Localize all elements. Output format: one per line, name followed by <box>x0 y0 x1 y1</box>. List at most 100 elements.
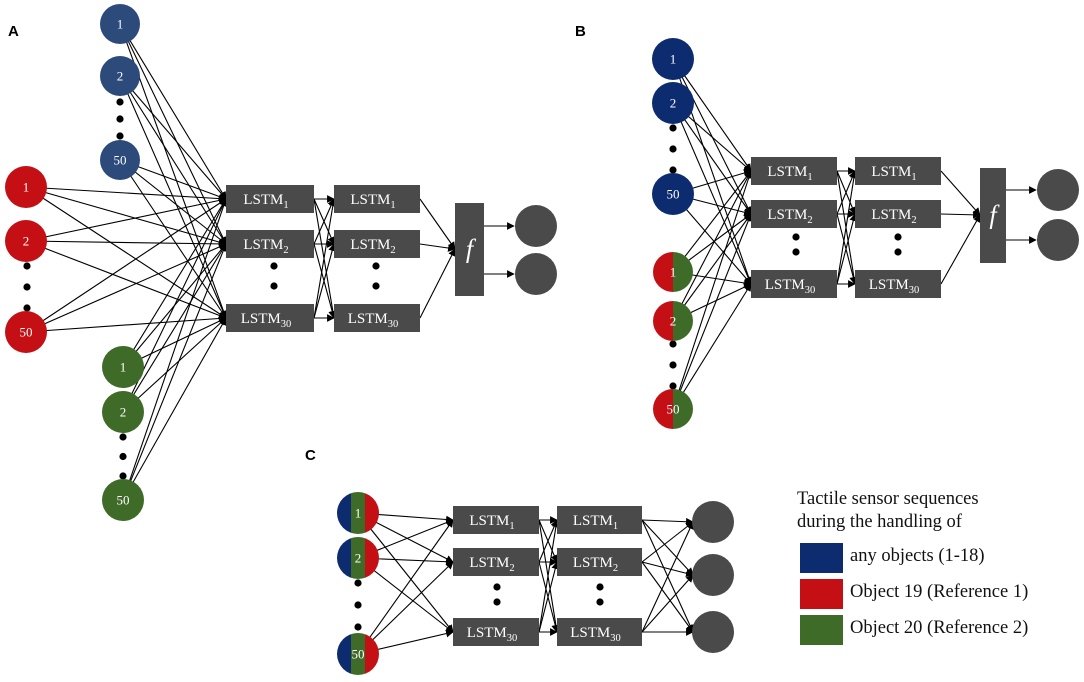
panel-b-function-box <box>980 168 1006 263</box>
panel-b-lstm-layer2-2 <box>855 270 941 298</box>
panel-c-lstm-layer1-1 <box>453 548 539 576</box>
panel-b-lstm-layer1-2-label: LSTM30 <box>765 277 816 296</box>
panel-a-edge <box>119 23 227 245</box>
panel-a-lstm-layer2-2-label: LSTM30 <box>348 311 399 330</box>
panel-a-edge <box>25 198 227 333</box>
panel-a-edge <box>122 243 227 501</box>
panel-c-edge <box>641 519 694 576</box>
panel-a-edge <box>122 317 227 501</box>
panel-a-function-box-label: f <box>466 235 477 264</box>
legend-label-object-20: Object 20 (Reference 2) <box>850 618 1029 638</box>
panel-b-input-blue-50-label: 50 <box>667 187 680 202</box>
panel-b-input-red-green-1 <box>653 252 693 292</box>
panel-c-ellipsis-dot <box>354 579 362 587</box>
panel-a-function-box <box>455 203 484 296</box>
panel-a-lstm-layer2-1 <box>334 230 420 258</box>
panel-a-input-red-1-label: 1 <box>23 180 30 195</box>
panel-b-input-red-green-2 <box>653 301 693 341</box>
panel-a-input-red-2 <box>5 220 47 262</box>
panel-a-ellipsis-dot <box>116 132 124 140</box>
legend-label-object-19: Object 19 (Reference 1) <box>850 582 1029 602</box>
panel-b-ellipsis-dot <box>894 233 902 241</box>
panel-a-lstm-layer1-1 <box>226 230 314 258</box>
panel-a-lstm-layer2-1-label: LSTM2 <box>350 237 395 256</box>
panel-b-lstm-layer2-1 <box>855 200 941 228</box>
panel-b-output-node <box>1037 169 1079 211</box>
panel-a-edge <box>122 317 227 413</box>
panel-c-lstm-layer1-2-label: LSTM30 <box>467 625 518 644</box>
panel-a-ellipsis-dot <box>119 472 127 480</box>
panel-b-ellipsis-dot <box>894 248 902 256</box>
panel-a-edge <box>313 198 337 319</box>
panel-a-lstm-layer1-0 <box>226 185 314 213</box>
panel-c-edge <box>538 519 560 633</box>
panel-a-edge <box>25 186 227 203</box>
panel-a-edge <box>25 196 227 242</box>
panel-a-lstm-layer1-0-label: LSTM1 <box>243 192 288 211</box>
panel-b-lstm-layer1-1-label: LSTM2 <box>767 207 812 226</box>
panel-b-ellipsis-dot <box>669 340 677 348</box>
panel-b-lstm-layer1-0 <box>751 157 837 185</box>
legend: Tactile sensor sequences during the hand… <box>797 488 1070 651</box>
legend-item-object-19: Object 19 (Reference 1) <box>800 579 1070 615</box>
panel-a-edge <box>25 240 227 248</box>
panel-a-input-blue-50-label: 50 <box>114 153 127 168</box>
panel-b-lstm-layer2-0-label: LSTM1 <box>871 164 916 183</box>
panel-b-lstm-layer2-1-label: LSTM2 <box>871 207 916 226</box>
panel-b-function-box-label: f <box>989 201 1000 230</box>
panel-b-input-blue-2 <box>652 82 694 124</box>
panel-c-input-mixed-50-label: 50 <box>352 647 365 662</box>
panel-b-edge <box>940 210 981 219</box>
panel-b-edge <box>672 58 752 172</box>
panel-b-input-blue-50 <box>652 173 694 215</box>
panel-c-input-mixed-1 <box>337 492 379 534</box>
panel-a-edge <box>419 198 456 250</box>
panel-c-edge <box>641 574 694 633</box>
panel-c-ellipsis-dot <box>354 623 362 631</box>
panel-c-edge <box>641 561 694 578</box>
panel-label-b: B <box>575 23 586 40</box>
panel-a-edge <box>122 243 227 413</box>
legend-swatch-green <box>800 615 843 645</box>
panel-b-input-red-green-50-label: 50 <box>667 402 680 417</box>
panel-a-edge <box>119 75 227 245</box>
panel-c-lstm-layer2-2-label: LSTM30 <box>570 625 621 644</box>
panel-b-edge <box>672 213 753 410</box>
panel-b-input-blue-1 <box>652 38 694 80</box>
panel-b-edge <box>672 102 752 285</box>
panel-a-output-node <box>515 205 557 247</box>
panel-c-edge <box>641 561 694 633</box>
panel-b-input-blue-1-label: 1 <box>670 52 677 67</box>
panel-c-output-node <box>692 611 734 653</box>
panel-c-input-mixed-50 <box>337 633 379 675</box>
panel-c-lstm-layer2-0-label: LSTM1 <box>573 513 618 532</box>
legend-swatch-blue <box>800 543 843 573</box>
panel-c-lstm-layer1-2 <box>453 618 539 646</box>
panel-a-edge <box>119 75 227 319</box>
panel-a-lstm-layer1-2 <box>226 304 314 332</box>
panel-b-ellipsis-dot <box>669 382 677 390</box>
panel-a-ellipsis-dot <box>119 433 127 441</box>
panel-a-lstm-layer2-0-label: LSTM1 <box>350 192 395 211</box>
panel-b-ellipsis-dot <box>792 233 800 241</box>
panel-c-edge <box>357 512 454 633</box>
panel-a-input-green-2-label: 2 <box>120 405 127 420</box>
legend-label-any-objects: any objects (1-18) <box>850 546 985 566</box>
panel-a-input-red-50-label: 50 <box>20 325 33 340</box>
panel-a-edge <box>122 198 228 501</box>
legend-swatch-red <box>800 579 843 609</box>
panel-a-edge <box>122 198 227 368</box>
panel-a-input-red-1 <box>5 166 47 208</box>
panel-b-ellipsis-dot <box>669 145 677 153</box>
panel-c-lstm-layer2-2 <box>557 618 642 646</box>
panel-a-lstm-layer1-1-label: LSTM2 <box>243 237 288 256</box>
panel-a-ellipsis-dot <box>116 115 124 123</box>
panel-a-input-blue-1-label: 1 <box>117 17 124 32</box>
panel-b-lstm-layer1-0-label: LSTM1 <box>767 164 812 183</box>
panel-a-edge <box>119 23 227 200</box>
legend-title-line2: during the handling of <box>797 512 962 532</box>
panel-b-input-red-green-50 <box>653 389 693 429</box>
panel-c-lstm-layer1-1-label: LSTM2 <box>469 555 514 574</box>
panel-a-ellipsis-dot <box>119 452 127 461</box>
